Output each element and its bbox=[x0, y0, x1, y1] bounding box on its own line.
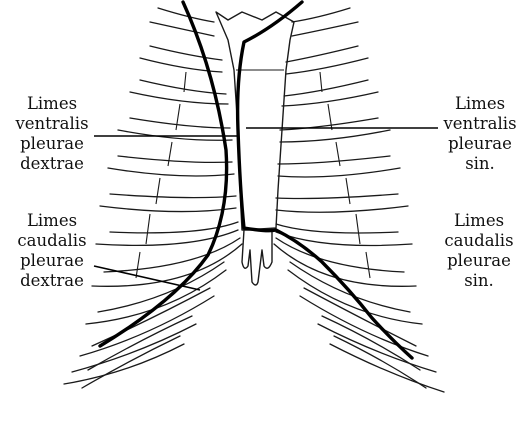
label-limes-caudalis-pleurae-sin: Limes caudalis pleurae sin. bbox=[430, 211, 528, 291]
label-limes-ventralis-pleurae-sin: Limes ventralis pleurae sin. bbox=[432, 94, 528, 174]
label-line: pleurae bbox=[2, 134, 102, 154]
sternum bbox=[216, 12, 294, 230]
ribs-left bbox=[274, 8, 444, 392]
label-line: ventralis bbox=[2, 114, 102, 134]
label-line: caudalis bbox=[430, 231, 528, 251]
label-line: caudalis bbox=[2, 231, 102, 251]
label-line: dextrae bbox=[2, 154, 102, 174]
label-line: pleurae bbox=[432, 134, 528, 154]
ribs-right bbox=[64, 8, 242, 388]
label-line: pleurae bbox=[2, 251, 102, 271]
label-line: Limes bbox=[2, 94, 102, 114]
label-line: sin. bbox=[430, 271, 528, 291]
label-line: dextrae bbox=[2, 271, 102, 291]
label-limes-caudalis-pleurae-dextrae: Limes caudalis pleurae dextrae bbox=[2, 211, 102, 291]
label-line: pleurae bbox=[430, 251, 528, 271]
label-line: Limes bbox=[430, 211, 528, 231]
label-line: ventralis bbox=[432, 114, 528, 134]
label-line: Limes bbox=[432, 94, 528, 114]
label-line: sin. bbox=[432, 154, 528, 174]
xiphoid-process bbox=[242, 230, 272, 285]
label-line: Limes bbox=[2, 211, 102, 231]
label-limes-ventralis-pleurae-dextrae: Limes ventralis pleurae dextrae bbox=[2, 94, 102, 174]
